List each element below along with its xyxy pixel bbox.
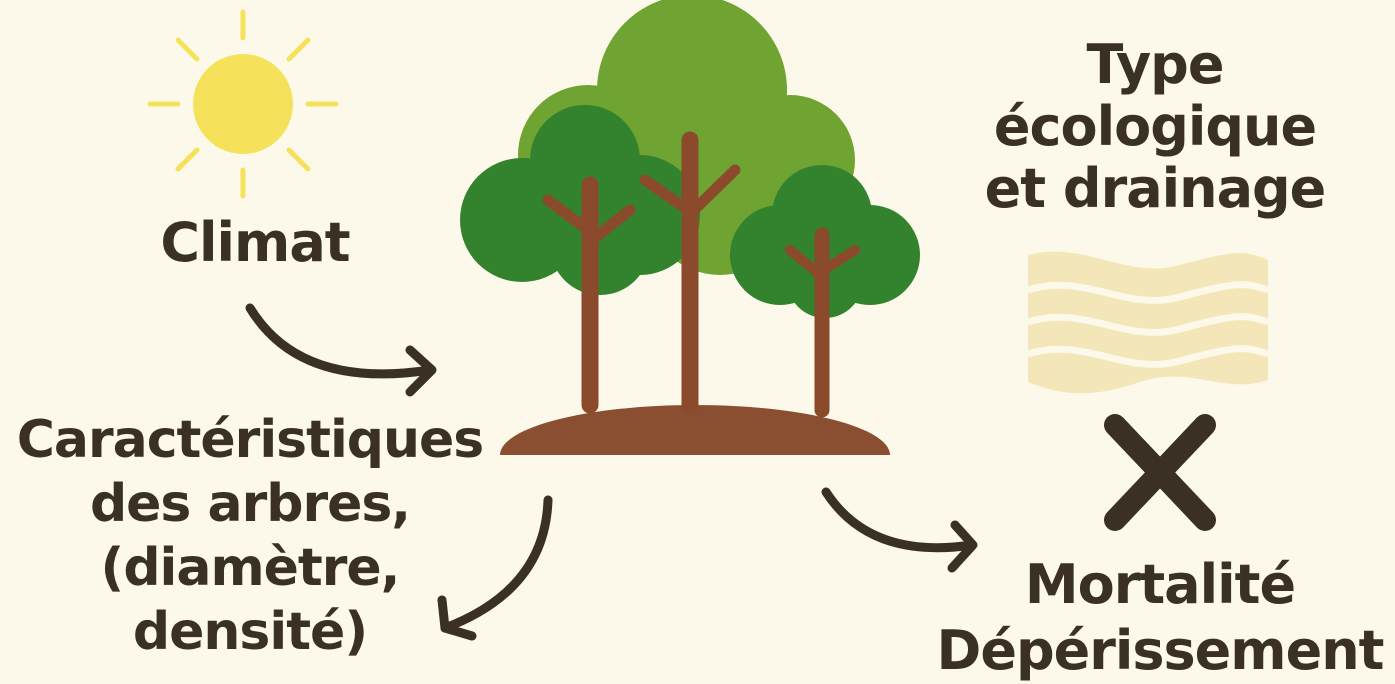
outcome-label: Mortalité Dépérissement [930, 552, 1390, 684]
eco-type-line: écologique [993, 95, 1317, 158]
outcome-line: Dépérissement [936, 619, 1385, 682]
forest-trees-icon [460, 0, 920, 515]
tree-characteristics-label: Caractéristiques des arbres, (diamètre, … [0, 408, 500, 664]
soil-layers-icon [1026, 251, 1270, 394]
eco-type-label: Type écologique et drainage [955, 34, 1355, 220]
tree-characteristics-line: (diamètre, [100, 538, 401, 598]
climate-label: Climat [160, 211, 350, 274]
outcome-line: Mortalité [1024, 553, 1296, 616]
tree-characteristics-line: densité) [132, 602, 368, 662]
tree-characteristics-line: des arbres, [89, 474, 411, 534]
eco-type-line: et drainage [984, 157, 1327, 220]
arrow-climate-to-forest [245, 303, 437, 397]
tree-characteristics-line: Caractéristiques [16, 410, 485, 470]
sun-icon [147, 9, 339, 199]
cross-mark-icon [1104, 414, 1216, 531]
arrow-forest-to-mortality [821, 487, 978, 573]
eco-type-line: Type [1086, 33, 1225, 96]
arrow-forest-to-characteristics [437, 495, 553, 641]
